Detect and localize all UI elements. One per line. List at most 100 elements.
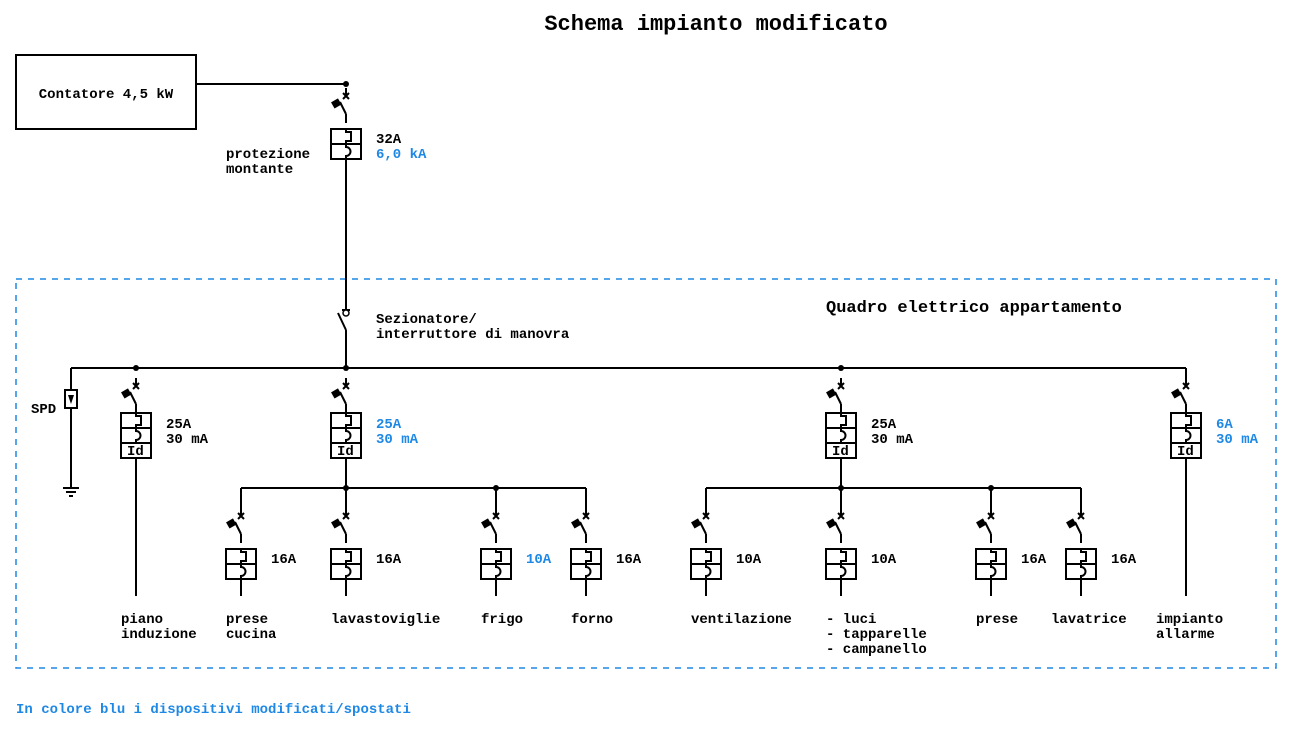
switch-blade xyxy=(129,391,137,405)
junction-dot xyxy=(133,365,139,371)
trip-x-icon xyxy=(702,512,710,520)
magnetic-icon xyxy=(705,564,712,579)
load-prese: prese xyxy=(976,612,1018,628)
load-frigo: frigo xyxy=(481,612,523,628)
residual-id-label: Id xyxy=(832,444,849,460)
trip-x-icon xyxy=(1182,382,1190,390)
magnetic-icon xyxy=(135,428,142,443)
switch-blade xyxy=(489,521,497,535)
disconnector-label-1: Sezionatore/ xyxy=(376,312,477,328)
junction-dot xyxy=(838,365,844,371)
actuator-icon xyxy=(826,388,837,399)
spd-arrow-icon xyxy=(68,395,74,404)
trip-x-icon xyxy=(342,512,350,520)
residual-id-label: Id xyxy=(127,444,144,460)
magnetic-icon xyxy=(345,428,352,443)
actuator-icon xyxy=(331,518,342,529)
switch-blade xyxy=(1179,391,1187,405)
ground-icon xyxy=(63,487,79,497)
trip-x-icon xyxy=(837,512,845,520)
main-protection-breaking-capacity: 6,0 kA xyxy=(376,147,427,163)
load-piano-induzione-1: piano xyxy=(121,612,163,628)
trip-x-icon xyxy=(1077,512,1085,520)
rcbo-4-sensitivity: 30 mA xyxy=(1216,432,1259,448)
load-prese-cucina-1: prese xyxy=(226,612,268,628)
load-luci-3: - campanello xyxy=(826,642,927,658)
rcbo-2-rating: 25A xyxy=(376,417,402,433)
load-ventilazione: ventilazione xyxy=(691,612,792,628)
load-lavatrice: lavatrice xyxy=(1051,612,1127,628)
load-luci-1: - luci xyxy=(826,612,876,628)
switch-blade xyxy=(984,521,992,535)
thermal-icon xyxy=(840,549,847,564)
magnetic-icon xyxy=(585,564,592,579)
switch-blade xyxy=(1074,521,1082,535)
actuator-icon xyxy=(691,518,702,529)
mcb-frigo-rating: 10A xyxy=(526,552,552,568)
disconnector-ring-icon xyxy=(342,309,350,317)
residual-id-label: Id xyxy=(1177,444,1194,460)
actuator-icon xyxy=(1171,388,1182,399)
thermal-icon xyxy=(345,413,352,428)
actuator-icon xyxy=(571,518,582,529)
trip-x-icon xyxy=(987,512,995,520)
schematic-wiring: Id Id Id Id xyxy=(63,88,1202,596)
actuator-icon xyxy=(826,518,837,529)
actuator-icon xyxy=(331,98,342,109)
thermal-icon xyxy=(1080,549,1087,564)
actuator-icon xyxy=(1066,518,1077,529)
trip-x-icon xyxy=(237,512,245,520)
meter-label: Contatore 4,5 kW xyxy=(39,87,174,103)
load-impianto-allarme-2: allarme xyxy=(1156,627,1215,643)
residual-id-label: Id xyxy=(337,444,354,460)
load-piano-induzione-2: induzione xyxy=(121,627,197,643)
magnetic-icon xyxy=(495,564,502,579)
trip-x-icon xyxy=(492,512,500,520)
rcbo-4-rating: 6A xyxy=(1216,417,1233,433)
magnetic-icon xyxy=(840,564,847,579)
rcbo-3-rating: 25A xyxy=(871,417,897,433)
meter-box xyxy=(15,54,197,130)
disconnector-blade xyxy=(337,312,347,331)
mcb-prese-rating: 16A xyxy=(1021,552,1047,568)
panel-border xyxy=(15,278,1277,669)
switch-blade xyxy=(834,521,842,535)
actuator-icon xyxy=(121,388,132,399)
load-impianto-allarme-1: impianto xyxy=(1156,612,1223,628)
thermal-icon xyxy=(345,129,352,144)
main-protection-rating: 32A xyxy=(376,132,402,148)
trip-x-icon xyxy=(342,92,350,100)
rcbo-1-sensitivity: 30 mA xyxy=(166,432,209,448)
magnetic-icon xyxy=(240,564,247,579)
switch-blade xyxy=(339,391,347,405)
trip-x-icon xyxy=(132,382,140,390)
trip-x-icon xyxy=(342,382,350,390)
magnetic-icon xyxy=(345,144,352,159)
diagram-title: Schema impianto modificato xyxy=(544,12,887,37)
switch-blade xyxy=(234,521,242,535)
rcbo-3-sensitivity: 30 mA xyxy=(871,432,914,448)
mcb-forno-rating: 16A xyxy=(616,552,642,568)
magnetic-icon xyxy=(840,428,847,443)
thermal-icon xyxy=(585,549,592,564)
trip-x-icon xyxy=(837,382,845,390)
actuator-icon xyxy=(331,388,342,399)
magnetic-icon xyxy=(345,564,352,579)
main-protection-label-2: montante xyxy=(226,162,293,178)
mcb-lavastoviglie-rating: 16A xyxy=(376,552,402,568)
load-prese-cucina-2: cucina xyxy=(226,627,277,643)
switch-blade xyxy=(834,391,842,405)
actuator-icon xyxy=(481,518,492,529)
actuator-icon xyxy=(226,518,237,529)
switch-blade xyxy=(339,521,347,535)
load-lavastoviglie: lavastoviglie xyxy=(331,612,440,628)
thermal-icon xyxy=(495,549,502,564)
thermal-icon xyxy=(345,549,352,564)
junction-dot xyxy=(343,365,349,371)
actuator-icon xyxy=(976,518,987,529)
mcb-lavatrice-rating: 16A xyxy=(1111,552,1137,568)
magnetic-icon xyxy=(1185,428,1192,443)
magnetic-icon xyxy=(1080,564,1087,579)
mcb-prese-cucina-rating: 16A xyxy=(271,552,297,568)
